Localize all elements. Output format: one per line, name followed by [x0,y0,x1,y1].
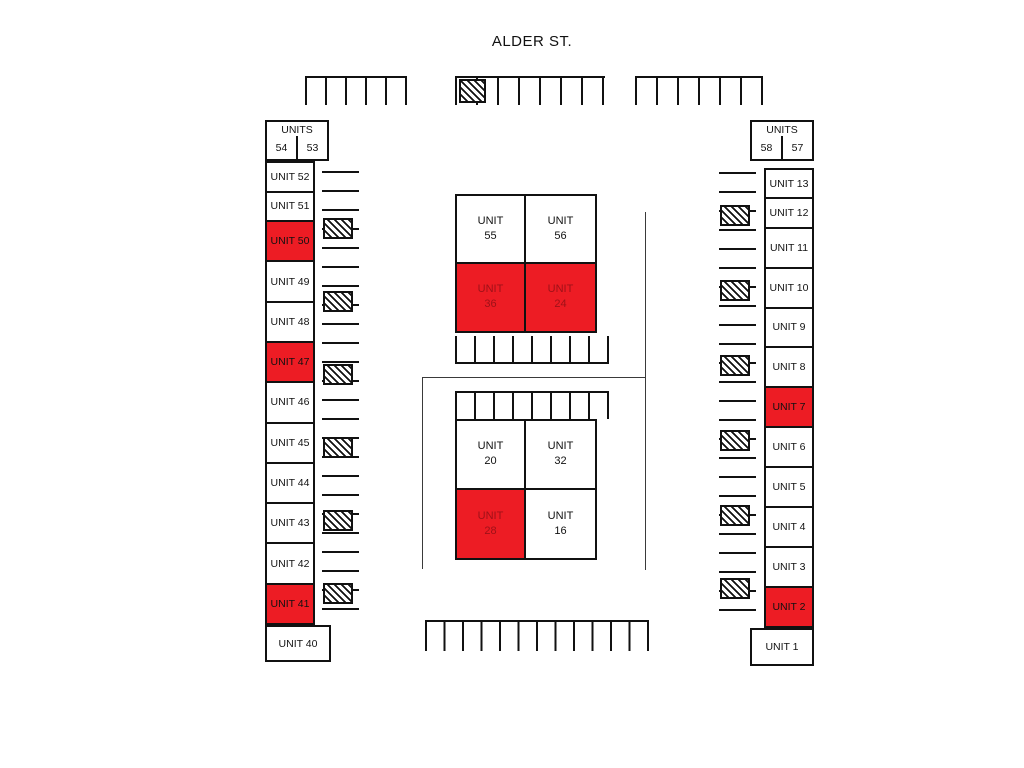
hatch-stall [720,505,750,526]
right-header-box: UNITS 58 57 [750,120,814,161]
unit-36-cell: UNIT 36 [457,263,526,331]
unit-row-10: UNIT 10 [766,269,812,309]
unit-row-47: UNIT 47 [267,342,313,384]
unit-40-box: UNIT 40 [265,625,331,662]
left-unit-column: UNIT 52 UNIT 51 UNIT 50 UNIT 49 UNIT 48 … [265,161,315,625]
unit-57-cell: 57 [781,136,812,159]
lot-boundary-right [645,212,646,570]
unit-53-cell: 53 [296,136,327,159]
unit-24-cell: UNIT 24 [526,263,595,331]
unit-row-52: UNIT 52 [267,163,313,193]
lot-boundary-left [422,377,423,569]
parking-row-center-upper [455,336,609,364]
unit-row-6: UNIT 6 [766,428,812,469]
unit-row-46: UNIT 46 [267,383,313,424]
unit-58-cell: 58 [760,141,773,154]
unit-row-42: UNIT 42 [267,544,313,585]
unit-54-cell: 54 [275,141,288,154]
hatch-stall [720,205,750,226]
lot-divider-line [422,377,645,378]
unit-20-cell: UNIT 20 [457,421,526,490]
unit-56-cell: UNIT 56 [526,196,595,264]
hatch-stall [720,430,750,451]
hatch-stall [323,291,353,312]
unit-row-11: UNIT 11 [766,229,812,269]
hatch-stall [323,364,353,385]
parking-row-left [322,171,359,627]
parking-row-top-left [305,76,407,105]
unit-row-50: UNIT 50 [267,222,313,263]
parking-row-center-lower [455,391,609,419]
hatch-stall [323,510,353,531]
unit-55-cell: UNIT 55 [457,196,526,264]
unit-row-4: UNIT 4 [766,508,812,549]
left-header-label: UNITS [281,124,313,136]
unit-row-9: UNIT 9 [766,309,812,349]
hatch-stall [323,218,353,239]
unit-row-2: UNIT 2 [766,588,812,626]
unit-row-3: UNIT 3 [766,548,812,589]
hatch-stall [459,79,486,103]
unit-row-48: UNIT 48 [267,303,313,343]
hatch-stall [720,280,750,301]
unit-row-13: UNIT 13 [766,170,812,200]
unit-row-49: UNIT 49 [267,262,313,303]
unit-row-45: UNIT 45 [267,424,313,464]
street-label: ALDER ST. [491,33,573,50]
unit-row-41: UNIT 41 [267,584,313,623]
unit-row-7: UNIT 7 [766,388,812,429]
left-header-box: UNITS 54 53 [265,120,329,161]
unit-row-8: UNIT 8 [766,348,812,389]
unit-row-12: UNIT 12 [766,199,812,229]
unit-row-44: UNIT 44 [267,464,313,505]
center-lower-block: UNIT 20 UNIT 32 UNIT 28 UNIT 16 [455,419,597,560]
parking-row-right [719,172,756,628]
unit-1-box: UNIT 1 [750,628,814,666]
parking-row-top-right [635,76,763,105]
unit-row-51: UNIT 51 [267,193,313,223]
hatch-stall [720,355,750,376]
hatch-stall [720,578,750,599]
parking-row-bottom [425,620,649,651]
unit-28-cell: UNIT 28 [457,489,526,558]
center-upper-block: UNIT 55 UNIT 56 UNIT 36 UNIT 24 [455,194,597,333]
hatch-stall [323,583,353,604]
unit-row-5: UNIT 5 [766,468,812,509]
unit-32-cell: UNIT 32 [526,421,595,490]
right-unit-column: UNIT 13 UNIT 12 UNIT 11 UNIT 10 UNIT 9 U… [764,168,814,628]
right-header-label: UNITS [766,124,798,136]
unit-row-43: UNIT 43 [267,504,313,545]
unit-16-cell: UNIT 16 [547,509,574,537]
hatch-stall [323,437,353,458]
